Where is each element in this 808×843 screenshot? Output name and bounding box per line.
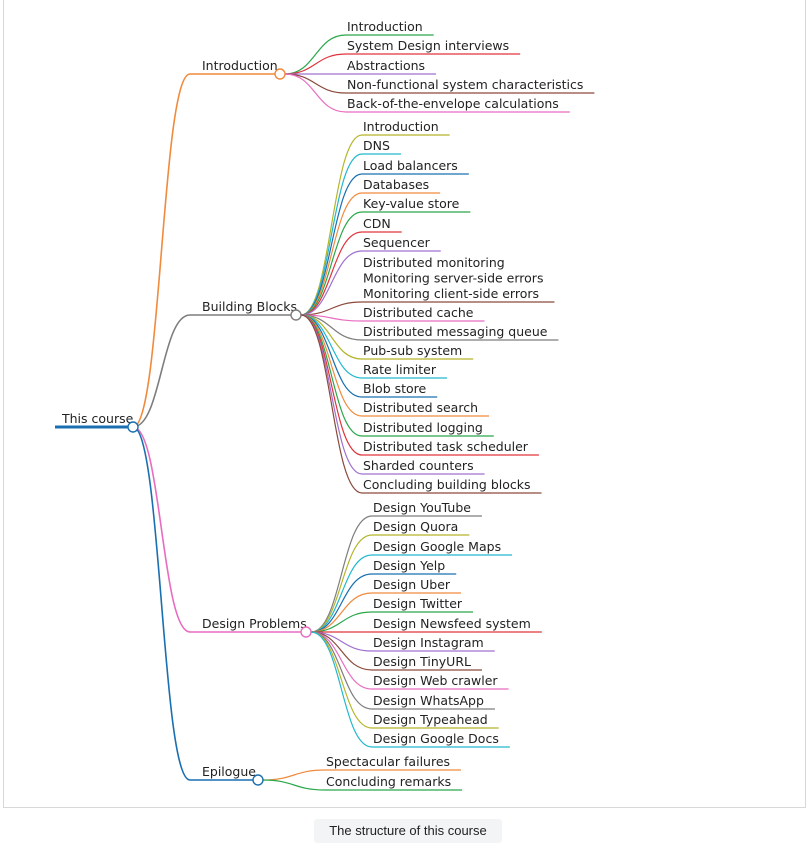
root-node <box>127 421 139 433</box>
branch-label-design-problems: Design Problems <box>202 616 307 631</box>
leaf-label: Rate limiter <box>363 362 437 377</box>
leaf-label: Design Uber <box>373 577 451 592</box>
leaf-label: Distributed cache <box>363 305 474 320</box>
leaf-label: CDN <box>363 216 391 231</box>
leaf-connector <box>300 134 363 316</box>
leaf-connector <box>310 515 373 633</box>
leaf-connector <box>300 192 363 316</box>
leaf-label: Sequencer <box>363 235 431 250</box>
leaf-label: Distributed logging <box>363 420 483 435</box>
leaf-label: Design Typeahead <box>373 712 488 727</box>
leaf-connector <box>284 53 347 75</box>
figure-caption: The structure of this course <box>314 819 502 843</box>
leaf-label: Monitoring server-side errors <box>363 271 543 286</box>
leaf-label: Blob store <box>363 381 427 396</box>
leaf-connector <box>300 250 363 316</box>
leaf-label: Concluding remarks <box>326 774 451 789</box>
leaf-connector <box>310 631 373 729</box>
branch-connector-building-blocks <box>132 314 191 428</box>
branch-node-epilogue <box>252 774 264 786</box>
leaf-label: Design TinyURL <box>373 654 471 669</box>
leaf-label: Design YouTube <box>373 500 471 515</box>
leaf-connector <box>284 73 347 113</box>
leaf-connector <box>300 314 363 379</box>
leaf-label: Monitoring client-side errors <box>363 286 539 301</box>
leaf-label: Non-functional system characteristics <box>347 77 583 92</box>
leaf-label: Key-value store <box>363 196 460 211</box>
leaf-label: Design Web crawler <box>373 673 498 688</box>
root-label: This course <box>61 411 134 426</box>
leaf-label: Design Google Maps <box>373 539 501 554</box>
leaf-connector <box>262 769 326 781</box>
leaf-connector <box>300 231 363 316</box>
leaf-label: Introduction <box>347 19 423 34</box>
branch-label-building-blocks: Building Blocks <box>202 299 297 314</box>
branch-node-design-problems <box>300 626 312 638</box>
leaf-connector <box>300 173 363 316</box>
leaf-label: Load balancers <box>363 158 458 173</box>
leaf-label: Introduction <box>363 119 439 134</box>
leaf-connector <box>310 631 373 748</box>
branch-connector-introduction <box>132 73 191 428</box>
leaf-label: Distributed messaging queue <box>363 324 548 339</box>
leaf-label: Design WhatsApp <box>373 693 484 708</box>
leaf-label: Spectacular failures <box>326 754 450 769</box>
branch-label-epilogue: Epilogue <box>202 764 256 779</box>
leaf-connector <box>310 631 373 671</box>
leaf-connector <box>284 73 347 94</box>
leaf-connector <box>310 631 373 710</box>
leaf-connector <box>300 153 363 316</box>
leaf-label: Back-of-the-envelope calculations <box>347 96 559 111</box>
leaf-label: Databases <box>363 177 429 192</box>
leaf-label: Design Instagram <box>373 635 484 650</box>
leaf-label: Distributed monitoring <box>363 255 505 270</box>
branch-connector-design-problems <box>132 426 191 633</box>
leaf-label: Design Quora <box>373 519 458 534</box>
leaf-label: Design Google Docs <box>373 731 499 746</box>
leaf-connector <box>300 314 363 494</box>
leaf-label: DNS <box>363 138 390 153</box>
leaf-label: Pub-sub system <box>363 343 462 358</box>
branch-connector-epilogue <box>132 426 191 781</box>
branch-node-introduction <box>274 68 286 80</box>
leaf-connector <box>262 779 326 791</box>
branch-label-introduction: Introduction <box>202 58 278 73</box>
leaf-label: Design Yelp <box>373 558 445 573</box>
leaf-label: Sharded counters <box>363 458 474 473</box>
leaf-label: Abstractions <box>347 58 425 73</box>
leaf-label: Distributed search <box>363 400 478 415</box>
leaf-label: Design Twitter <box>373 596 463 611</box>
leaf-connector <box>300 211 363 316</box>
leaf-label: Design Newsfeed system <box>373 616 531 631</box>
leaf-label: Distributed task scheduler <box>363 439 529 454</box>
leaf-label: System Design interviews <box>347 38 509 53</box>
leaf-label: Concluding building blocks <box>363 477 531 492</box>
leaf-connector <box>310 554 373 633</box>
leaf-connector <box>310 573 373 633</box>
leaf-connector <box>310 534 373 633</box>
branch-node-building-blocks <box>290 309 302 321</box>
